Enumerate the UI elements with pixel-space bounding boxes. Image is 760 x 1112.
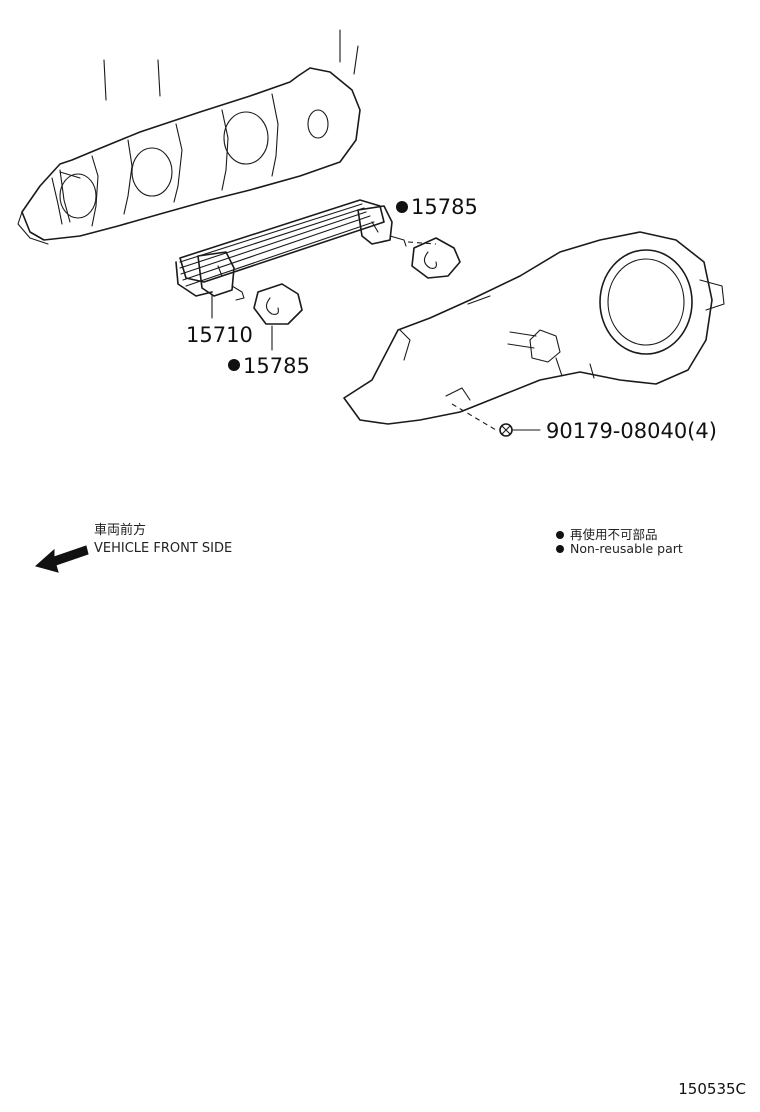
callout-90179-08040: 90179-08040(4)	[546, 419, 717, 443]
gasket-upper	[411, 237, 461, 279]
front-arrow-icon	[34, 545, 89, 573]
drawing-code: 150535C	[678, 1080, 746, 1098]
bullet-icon	[556, 530, 564, 539]
gasket-lower	[253, 283, 303, 325]
engine-block	[17, 29, 361, 245]
bullet-icon	[556, 544, 564, 553]
non-reusable-text-jp: 再使用不可部品	[570, 527, 658, 542]
oil-cooler	[175, 199, 407, 301]
non-reusable-marker-icon	[228, 359, 240, 371]
callout-15785-lower: 15785	[243, 354, 310, 378]
nut-icon	[499, 423, 513, 437]
vehicle-front-label-jp: 車両前方	[94, 523, 147, 538]
callout-15785-upper: 15785	[411, 195, 478, 219]
vehicle-front-label-en: VEHICLE FRONT SIDE	[94, 541, 233, 556]
housing	[343, 231, 725, 425]
callout-15710: 15710	[186, 323, 253, 347]
leader-lines	[211, 241, 541, 431]
non-reusable-legend-en: Non-reusable part	[556, 541, 683, 556]
non-reusable-text-en: Non-reusable part	[570, 541, 683, 556]
non-reusable-legend-jp: 再使用不可部品	[556, 524, 658, 543]
non-reusable-marker-icon	[396, 201, 408, 213]
